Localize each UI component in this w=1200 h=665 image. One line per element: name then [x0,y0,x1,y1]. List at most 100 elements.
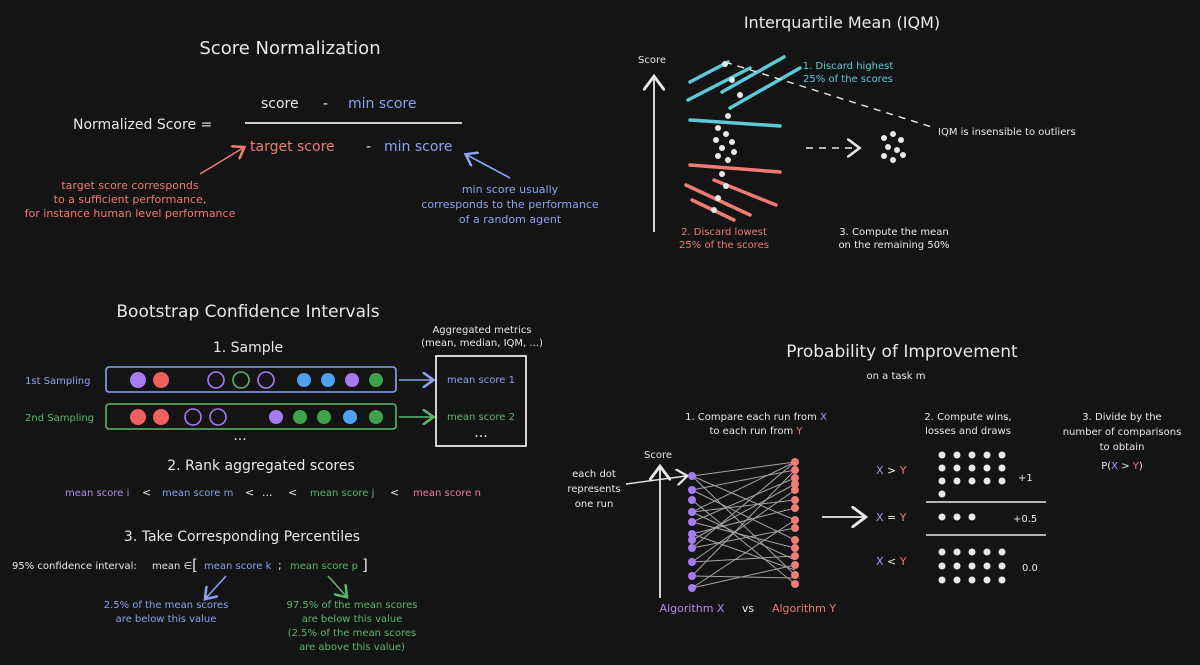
loss-dot [968,548,976,556]
ci-low-arrow [206,575,227,598]
win-dot [983,451,991,459]
rank-ellipsis: ... [262,486,273,499]
algo-y-dot [791,571,799,579]
poi-subtitle: on a task m [867,371,926,382]
poi-result-x: X [1111,461,1118,472]
iqm-dot [719,171,725,177]
poi-step1-x: X [820,412,827,423]
algo-y-dot [791,561,799,569]
iqm-step2-line-2: 25% of the scores [679,240,769,251]
ci-open-bracket: [ [192,556,198,574]
win-dot [953,451,961,459]
win-dot [998,464,1006,472]
algo-y-dot [791,458,799,466]
rank-lt-4: < [390,486,399,499]
iqm-high-line [688,60,730,84]
ci-close-bracket: ] [362,556,368,574]
win-dot [968,451,976,459]
algorithm-vs-label: vs [742,602,755,615]
run-token-green [293,410,307,424]
algo-x-dot [688,572,696,580]
algo-x-dot [688,472,696,480]
gt-y: Y [899,464,907,477]
target-note-arrow [199,148,243,175]
ci-high-note-line-3: (2.5% of the mean scores [288,628,417,639]
iqm-step2-line-1: 2. Discard lowest [681,227,767,238]
algorithm-x-label: Algorithm X [660,602,725,615]
algo-x-dot [688,584,696,592]
lt-x: X [876,555,884,568]
loss-dot [983,548,991,556]
run-token-hatched [184,408,202,426]
dot-note-arrow [625,476,686,484]
comparison-line [691,555,796,563]
algo-y-dot [791,536,799,544]
dot-note-line-1: each dot [572,469,616,480]
loss-dot [953,576,961,584]
poi-step1-line-1: 1. Compare each run from X [685,412,827,423]
poi-step1-text-a: 1. Compare each run from [685,412,817,423]
rank-lt-1: < [142,486,151,499]
ci-mean-score-p: mean score p [290,561,358,572]
algo-x-dot [688,536,696,544]
run-token-hatched [209,408,227,426]
aggregated-ellipsis: ... [474,425,487,441]
ci-mean: mean ∈ [152,561,192,572]
win-dot [968,464,976,472]
draws-value: +0.5 [1013,514,1037,525]
numerator-min-score: min score [348,96,416,112]
comparison-line [691,527,796,549]
iqm-axis-label: Score [638,55,666,66]
algo-y-dot [791,516,799,524]
aggregated-title-line-2: (mean, median, IQM, ...) [421,338,543,349]
iqm-dot [715,125,721,131]
ci-high-arrow [327,575,346,596]
iqm-mean-dot [900,152,906,158]
loss-dot [983,562,991,570]
algorithm-y-runs [791,458,799,588]
numerator-score: score [261,96,299,112]
iqm-title: Interquartile Mean (IQM) [744,13,940,32]
algo-y-dot [791,496,799,504]
run-token-blue [343,410,357,424]
sampling-1-runs [130,371,383,389]
iqm-outliers-note: IQM is insensible to outliers [938,127,1076,138]
ci-separator: ; [278,559,282,572]
poi-step3-line-3: to obtain [1100,442,1145,453]
iqm-mean-dot [894,147,900,153]
loss-dot [998,562,1006,570]
iqm-high-line [686,66,752,102]
run-token-red [130,409,146,425]
min-note-line-1: min score usually [462,183,559,196]
ci-high-note-line-4: are above this value) [299,642,405,653]
eq-row-label: X = Y [876,511,907,524]
algo-y-dot [791,552,799,560]
algorithm-y-label: Algorithm Y [772,602,836,615]
lt-op: < [887,555,896,568]
sampling-1-label: 1st Sampling [25,376,90,387]
algo-y-dot [791,504,799,512]
comparison-line [691,499,796,585]
dot-note-line-3: one run [575,499,614,510]
run-token-blue [297,373,311,387]
poi-step3-line-1: 3. Divide by the [1082,412,1161,423]
iqm-dot [723,131,729,137]
loss-dot [998,576,1006,584]
draws-dots [938,513,976,521]
ci-label: 95% confidence interval: [12,561,137,572]
denominator-min-score: min score [384,139,452,155]
iqm-dot [715,195,721,201]
score-normalization-section: Score Normalization Normalized Score = s… [25,38,599,226]
iqm-dot [731,149,737,155]
sampling-2-label: 2nd Sampling [25,413,94,424]
algo-x-dot [688,558,696,566]
iqm-dot [729,139,735,145]
algo-y-dot [791,486,799,494]
algo-y-dot [791,474,799,482]
iqm-mean-dot [881,153,887,159]
win-dot [938,490,946,498]
algo-x-dot [688,496,696,504]
bootstrap-step3: 3. Take Corresponding Percentiles [124,529,360,545]
win-dot [968,477,976,485]
run-token-purple [130,372,146,388]
